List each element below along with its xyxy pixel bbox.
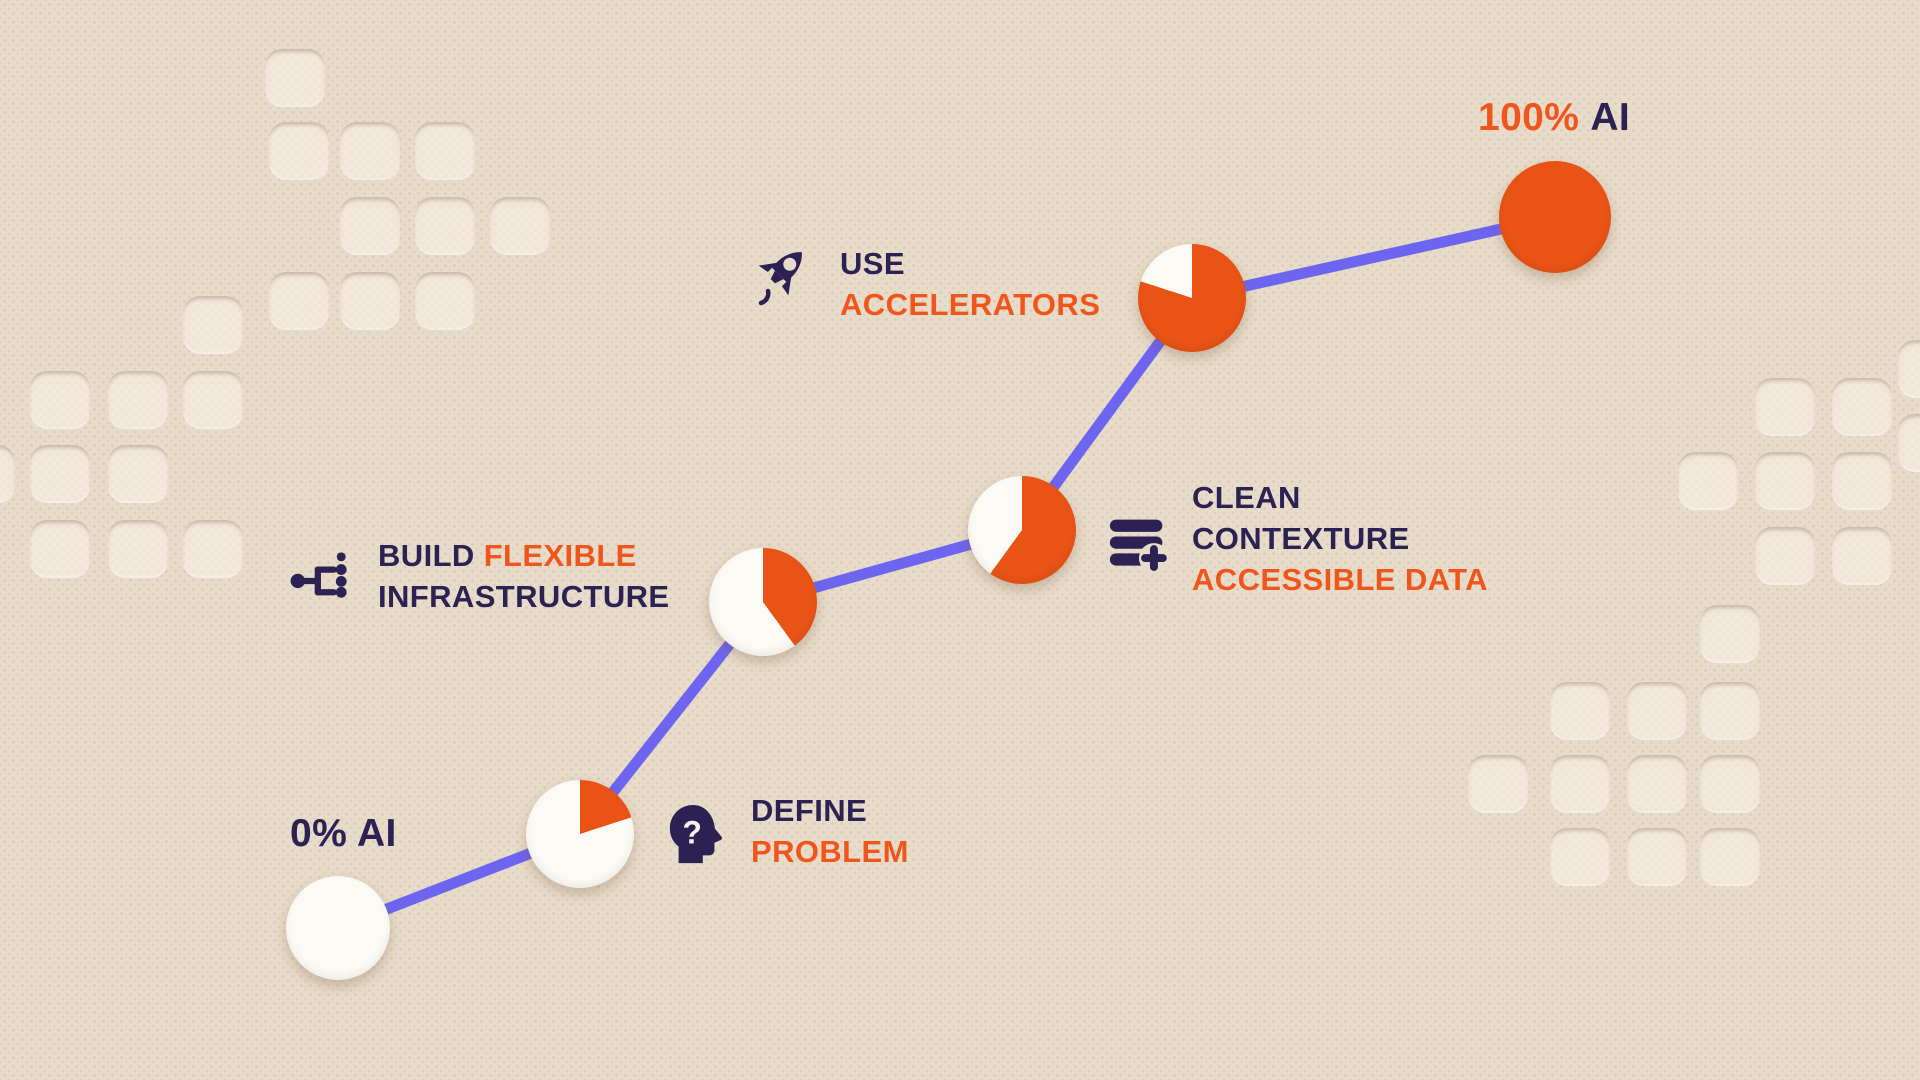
step-use-line1: USE	[840, 246, 905, 281]
step-use-line2: ACCELERATORS	[840, 287, 1101, 322]
background-square	[108, 520, 168, 578]
database-plus-icon	[1109, 519, 1168, 574]
background-square	[340, 272, 400, 330]
background-square	[1678, 452, 1738, 510]
step-build-line1-navy: BUILD	[378, 538, 475, 573]
step-define-line1: DEFINE	[751, 793, 868, 828]
background-square	[1627, 828, 1687, 886]
background-square	[108, 371, 168, 429]
background-square	[415, 272, 475, 330]
milestone-pie-20-percent	[526, 780, 634, 888]
step-use-accelerators: USE ACCELERATORS	[840, 243, 1100, 325]
background-square	[1832, 378, 1892, 436]
background-square	[1700, 682, 1760, 740]
background-square	[1832, 527, 1892, 585]
end-label: 100%AI	[1478, 96, 1630, 140]
end-suffix: AI	[1590, 96, 1631, 139]
background-square	[30, 445, 90, 503]
rocket-icon	[758, 252, 802, 306]
background-square	[1627, 682, 1687, 740]
background-square	[1898, 340, 1920, 398]
milestone-pie-0-percent	[286, 876, 390, 980]
background-square	[269, 122, 329, 180]
milestone-pie-40-percent	[709, 548, 817, 656]
background-square	[340, 197, 400, 255]
background-square	[0, 445, 15, 503]
background-square	[183, 520, 243, 578]
background-square	[1550, 682, 1610, 740]
background-square	[269, 272, 329, 330]
background-square	[490, 197, 550, 255]
background-square	[1755, 527, 1815, 585]
step-clean-data: CLEAN CONTEXTURE ACCESSIBLE DATA	[1192, 477, 1488, 600]
milestone-pie-60-percent	[968, 476, 1076, 584]
background-square	[1898, 414, 1920, 472]
step-define-line2: PROBLEM	[751, 834, 909, 869]
background-square	[183, 371, 243, 429]
question-head-icon: ?	[669, 804, 722, 864]
step-clean-line3: ACCESSIBLE DATA	[1192, 562, 1488, 597]
svg-text:?: ?	[682, 815, 702, 851]
step-define-problem: DEFINE PROBLEM	[751, 790, 909, 872]
background-square	[340, 122, 400, 180]
background-square	[1550, 828, 1610, 886]
step-build-line2: INFRASTRUCTURE	[378, 579, 670, 614]
step-clean-line2: CONTEXTURE	[1192, 521, 1410, 556]
hierarchy-icon	[290, 552, 347, 598]
background-square	[1550, 755, 1610, 813]
background-square	[415, 197, 475, 255]
background-square	[30, 371, 90, 429]
background-square	[265, 49, 325, 107]
background-square	[1468, 755, 1528, 813]
milestone-pie-100-percent	[1499, 161, 1611, 273]
background-square	[1700, 828, 1760, 886]
background-square	[108, 445, 168, 503]
background-square	[30, 520, 90, 578]
end-percent: 100%	[1478, 96, 1580, 139]
background-square	[1700, 755, 1760, 813]
background-square	[1700, 605, 1760, 663]
background-square	[1832, 452, 1892, 510]
milestone-pie-80-percent	[1138, 244, 1246, 352]
background-square	[1755, 452, 1815, 510]
background-square	[1755, 378, 1815, 436]
start-label: 0% AI	[290, 812, 397, 855]
background-square	[183, 296, 243, 354]
background-square	[1627, 755, 1687, 813]
step-clean-line1: CLEAN	[1192, 480, 1301, 515]
background-square	[415, 122, 475, 180]
step-build-line1-orange: FLEXIBLE	[483, 538, 637, 573]
